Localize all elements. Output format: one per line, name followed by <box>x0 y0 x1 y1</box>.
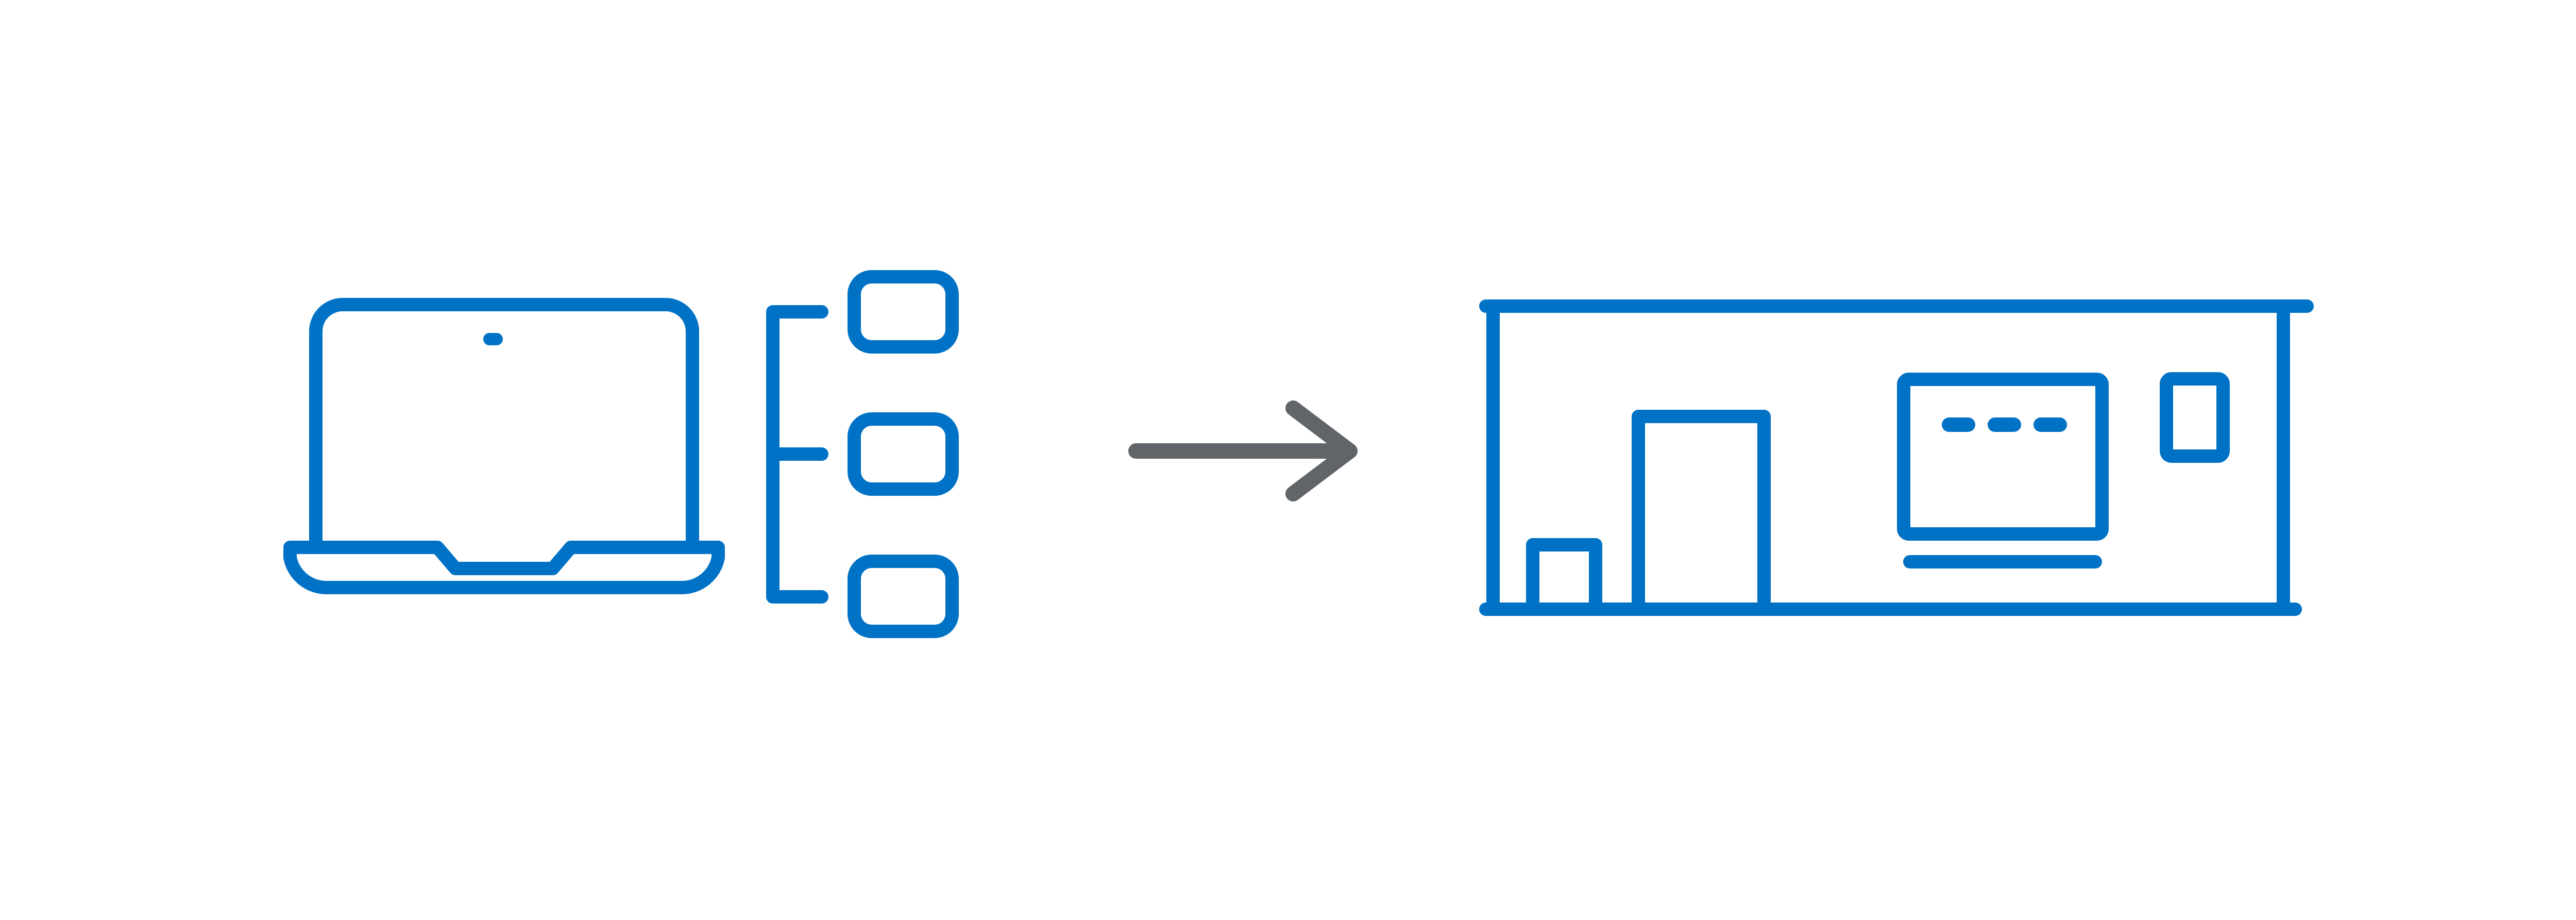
hierarchy-tree-icon <box>766 270 959 638</box>
bar-chart-small-icon <box>1526 538 1602 616</box>
tree-node-1[interactable] <box>848 270 959 354</box>
laptop-icon <box>283 298 725 594</box>
tree-node-3[interactable] <box>848 555 959 638</box>
server-rack-icon <box>2160 372 2230 463</box>
tree-node-2[interactable] <box>848 412 959 496</box>
bar-chart-tall-icon <box>1632 410 1771 616</box>
laptop-base-outline <box>283 541 725 594</box>
monitor-icon <box>1897 373 2109 541</box>
arrow-head <box>1285 400 1358 501</box>
arrow-right-icon <box>1128 400 1358 501</box>
laptop-camera-icon <box>483 333 503 345</box>
target-system-group <box>1479 299 2314 616</box>
laptop-screen-outline <box>309 298 699 554</box>
